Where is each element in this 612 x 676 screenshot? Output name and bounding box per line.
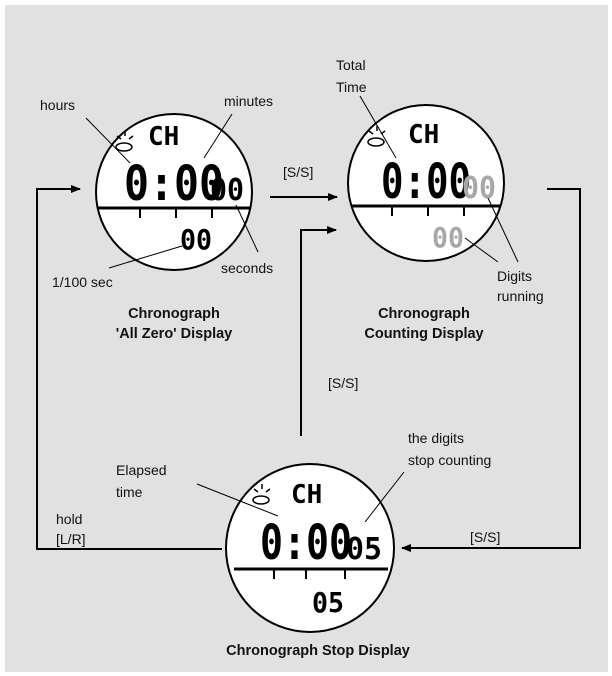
label-total-time-2: Time bbox=[336, 79, 367, 95]
label-stop-counting-2: stop counting bbox=[408, 452, 491, 468]
label-ss-zero-to-counting: [S/S] bbox=[283, 164, 313, 180]
arrow-stop-to-counting bbox=[300, 226, 337, 436]
label-lr: [L/R] bbox=[56, 531, 86, 547]
weather-icon bbox=[252, 484, 271, 505]
label-ss-stop-to-counting: [S/S] bbox=[328, 375, 358, 391]
weather-icon bbox=[367, 126, 386, 147]
label-stop-counting-1: the digits bbox=[408, 430, 464, 446]
weather-icon bbox=[115, 131, 134, 152]
caption-stop: Chronograph Stop Display bbox=[226, 643, 410, 659]
arrow-reset-to-zero bbox=[36, 185, 222, 550]
scale-bar bbox=[234, 567, 388, 579]
label-digits-running-1: Digits bbox=[497, 268, 532, 284]
label-elapsed-1: Elapsed bbox=[116, 462, 167, 478]
label-ss-counting-to-stop: [S/S] bbox=[470, 529, 500, 545]
main-time: 0:00 bbox=[124, 156, 224, 212]
caption-all-zero-1: Chronograph bbox=[128, 306, 220, 322]
label-hundredths: 1/100 sec bbox=[52, 274, 113, 290]
caption-counting-1: Chronograph bbox=[378, 306, 470, 322]
watch-counting: CH 0:00 00 00 bbox=[347, 104, 505, 262]
callout-lines bbox=[85, 95, 519, 523]
seconds-digits: 05 bbox=[346, 532, 382, 567]
label-elapsed-2: time bbox=[116, 484, 143, 500]
mode-label: CH bbox=[148, 122, 179, 152]
watch-stop: CH 0:00 05 05 bbox=[225, 463, 395, 633]
seconds-digits-running: 00 bbox=[462, 171, 496, 206]
caption-counting-2: Counting Display bbox=[364, 326, 483, 342]
label-total-time-1: Total bbox=[336, 57, 366, 73]
label-minutes: minutes bbox=[224, 93, 273, 109]
label-digits-running-2: running bbox=[497, 288, 544, 304]
mode-label: CH bbox=[291, 480, 322, 510]
hundredths-digits: 00 bbox=[180, 223, 212, 256]
hundredths-digits-running: 00 bbox=[432, 221, 464, 254]
arrow-counting-to-stop bbox=[401, 188, 581, 552]
label-hours: hours bbox=[40, 97, 75, 113]
mode-label: CH bbox=[408, 120, 439, 150]
hundredths-digits: 05 bbox=[312, 586, 344, 619]
caption-all-zero-2: 'All Zero' Display bbox=[116, 326, 232, 342]
scale-bar bbox=[352, 204, 500, 216]
watch-all-zero: CH 0:00 00 00 bbox=[95, 113, 253, 271]
main-time: 0:00 bbox=[260, 515, 352, 571]
label-hold: hold bbox=[56, 511, 82, 527]
scale-bar bbox=[98, 206, 250, 218]
seconds-digits: 00 bbox=[210, 173, 244, 208]
main-time: 0:00 bbox=[381, 154, 471, 210]
label-seconds: seconds bbox=[221, 260, 273, 276]
